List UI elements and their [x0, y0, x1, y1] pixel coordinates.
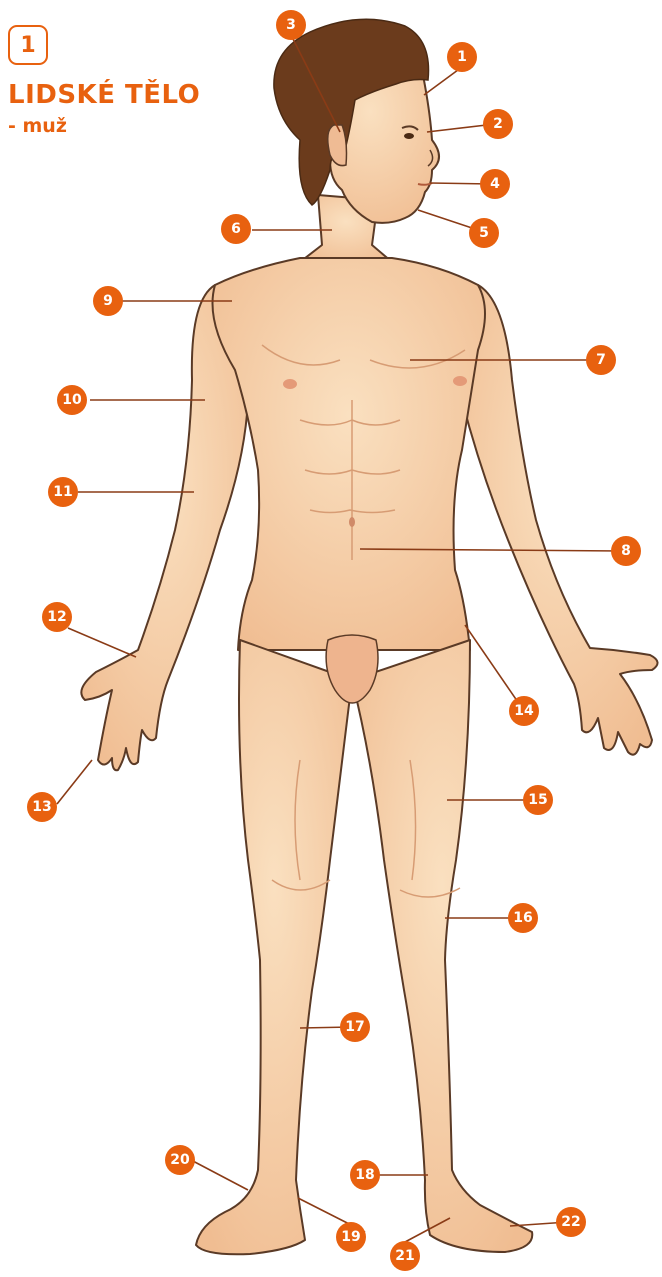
label-badge-4: 4 [480, 169, 510, 199]
label-badge-19: 19 [336, 1222, 366, 1252]
label-badge-8: 8 [611, 536, 641, 566]
label-badge-22: 22 [556, 1207, 586, 1237]
label-badge-9: 9 [93, 286, 123, 316]
label-badge-18: 18 [350, 1160, 380, 1190]
label-badge-14: 14 [509, 696, 539, 726]
label-badge-12: 12 [42, 602, 72, 632]
label-badge-2: 2 [483, 109, 513, 139]
label-badge-20: 20 [165, 1145, 195, 1175]
label-badge-15: 15 [523, 785, 553, 815]
label-badge-7: 7 [586, 345, 616, 375]
label-badge-3: 3 [276, 10, 306, 40]
label-badge-17: 17 [340, 1012, 370, 1042]
label-badge-11: 11 [48, 477, 78, 507]
label-badge-21: 21 [390, 1241, 420, 1271]
label-badge-10: 10 [57, 385, 87, 415]
label-badge-6: 6 [221, 214, 251, 244]
label-badge-1: 1 [447, 42, 477, 72]
label-badge-13: 13 [27, 792, 57, 822]
label-badge-16: 16 [508, 903, 538, 933]
label-badge-5: 5 [469, 218, 499, 248]
